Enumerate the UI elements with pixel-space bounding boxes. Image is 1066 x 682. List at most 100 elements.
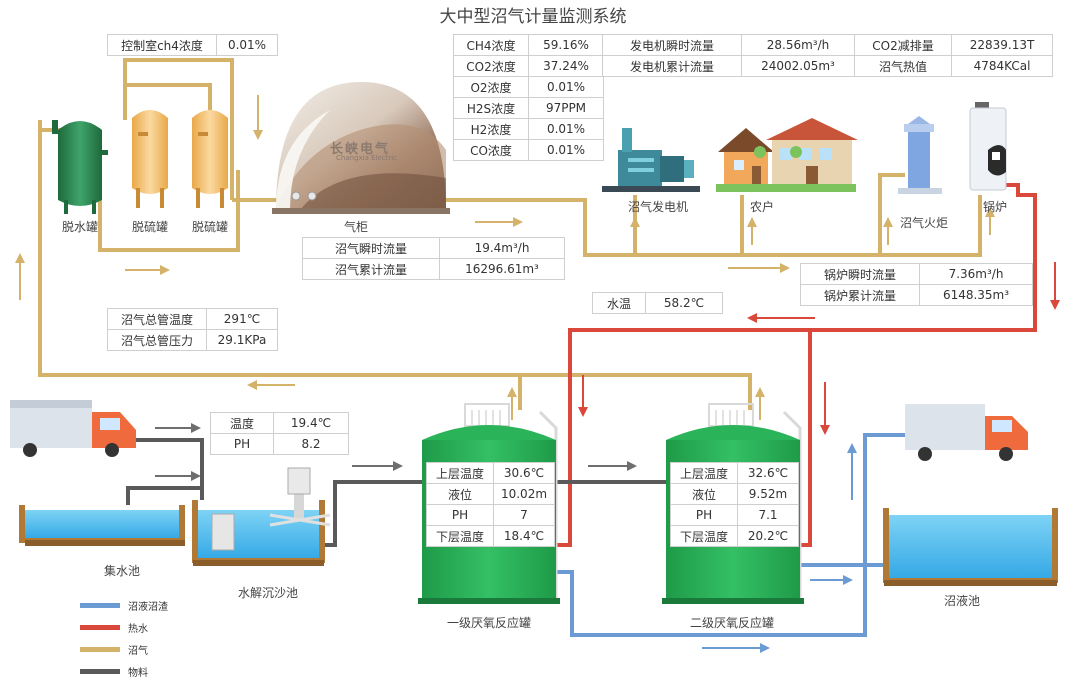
gas-label: H2浓度 <box>453 118 529 140</box>
tank1-ph-label: PH <box>426 504 494 526</box>
legend-label: 沼气 <box>128 645 148 657</box>
gas-value: 0.01% <box>528 118 604 140</box>
tank1-lower-label: 下层温度 <box>426 525 494 547</box>
boiler-label: 锅炉 <box>983 200 1008 214</box>
legend-swatch <box>80 668 120 674</box>
water-temp-table: 水温 58.2℃ <box>592 292 723 314</box>
dewater-tank-icon[interactable] <box>52 120 108 214</box>
gas-torch-icon[interactable] <box>898 116 942 194</box>
gasholder-flow-table: 沼气瞬时流量 19.4m³/h 沼气累计流量 16296.61m³ <box>302 237 565 280</box>
slurry-pool-icon[interactable] <box>883 508 1058 586</box>
legend-swatch <box>80 646 120 652</box>
legend-item-material: 物料 <box>80 660 168 682</box>
hot-water-pipes <box>556 183 1037 547</box>
legend-item-slurry: 沼液沼渣 <box>80 594 168 616</box>
hydrolysis-pool-icon[interactable] <box>192 467 331 566</box>
control-room-ch4-label: 控制室ch4浓度 <box>107 34 217 56</box>
legend-swatch <box>80 602 120 608</box>
boiler-total-value: 6148.35m³ <box>919 284 1033 306</box>
boiler-inst-label: 锅炉瞬时流量 <box>800 263 920 285</box>
generator-stats-table: 发电机瞬时流量 28.56m³/h CO2减排量 22839.13T 发电机累计… <box>602 34 1053 77</box>
tank2-upper-label: 上层温度 <box>670 462 738 484</box>
household-label: 农户 <box>750 200 775 214</box>
gas-value: 0.01% <box>528 139 604 161</box>
gas-label: CO浓度 <box>453 139 529 161</box>
truck-right-icon[interactable] <box>905 404 1028 461</box>
co2-reduction-label: CO2减排量 <box>854 34 952 56</box>
main-pipe-pressure-label: 沼气总管压力 <box>107 329 207 351</box>
biogas-heat-value: 4784KCal <box>951 55 1053 77</box>
tank2-level-value: 9.52m <box>737 483 799 505</box>
gas-label: H2S浓度 <box>453 97 529 119</box>
hot-water-arrows <box>578 262 1060 435</box>
tank1-upper-label: 上层温度 <box>426 462 494 484</box>
tank1-name-label: 一级厌氧反应罐 <box>447 616 532 630</box>
tank1-ph-value: 7 <box>493 504 555 526</box>
gas-label: O2浓度 <box>453 76 529 98</box>
legend-item-hot-water: 热水 <box>80 616 168 638</box>
legend-label: 热水 <box>128 623 148 635</box>
main-pipe-temp-label: 沼气总管温度 <box>107 308 207 330</box>
torch-label: 沼气火炬 <box>900 216 949 230</box>
collection-pool-label: 集水池 <box>104 564 141 578</box>
generator-total-flow-label: 发电机累计流量 <box>602 55 742 77</box>
co2-reduction-value: 22839.13T <box>951 34 1053 56</box>
gas-pipes <box>38 58 982 410</box>
water-temp-value: 58.2℃ <box>645 292 723 314</box>
desulfurization-tank-1-icon[interactable] <box>132 110 168 208</box>
desulfurization-tank-2-icon[interactable] <box>192 110 228 208</box>
water-temp-label: 水温 <box>592 292 646 314</box>
truck-left-icon[interactable] <box>10 400 136 457</box>
legend-label: 物料 <box>128 667 148 679</box>
collection-temp-value: 19.4℃ <box>273 412 349 434</box>
collection-ph-label: PH <box>210 433 274 455</box>
legend-label: 沼液沼渣 <box>128 601 168 613</box>
page-title: 大中型沼气计量监测系统 <box>439 7 627 27</box>
legend-item-biogas: 沼气 <box>80 638 168 660</box>
boiler-inst-value: 7.36m³/h <box>919 263 1033 285</box>
household-houses-icon[interactable] <box>716 118 858 192</box>
tank2-lower-value: 20.2℃ <box>737 525 799 547</box>
biogas-heat-label: 沼气热值 <box>854 55 952 77</box>
generator-icon[interactable] <box>602 128 700 192</box>
gasholder-dome-icon[interactable] <box>272 82 450 214</box>
collection-pool-icon[interactable] <box>19 505 185 546</box>
main-pipe-temp-value: 291℃ <box>206 308 278 330</box>
dewater-tank-label: 脱水罐 <box>62 220 99 234</box>
generator-label: 沼气发电机 <box>628 200 689 214</box>
desulf-tank-2-label: 脱硫罐 <box>192 220 229 234</box>
boiler-flow-table: 锅炉瞬时流量 7.36m³/h 锅炉累计流量 6148.35m³ <box>800 263 1033 306</box>
gasholder-total-label: 沼气累计流量 <box>302 258 440 280</box>
tank2-ph-value: 7.1 <box>737 504 799 526</box>
control-room-ch4-value: 0.01% <box>216 34 278 56</box>
boiler-icon[interactable] <box>969 102 1007 191</box>
desulf-tank-1-label: 脱硫罐 <box>132 220 169 234</box>
gasholder-total-value: 16296.61m³ <box>439 258 565 280</box>
generator-inst-flow-value: 28.56m³/h <box>741 34 855 56</box>
tank2-lower-label: 下层温度 <box>670 525 738 547</box>
gas-label: CO2浓度 <box>453 55 529 77</box>
legend-swatch <box>80 624 120 630</box>
collection-ph-value: 8.2 <box>273 433 349 455</box>
boiler-total-label: 锅炉累计流量 <box>800 284 920 306</box>
gas-value: 0.01% <box>528 76 604 98</box>
gas-value: 37.24% <box>528 55 604 77</box>
pipe-legend: 沼液沼渣 热水 沼气 物料 <box>80 594 168 682</box>
gasholder-label: 气柜 <box>344 220 369 234</box>
brand-logo-text: 长峡电气 <box>330 142 391 157</box>
tank2-level-label: 液位 <box>670 483 738 505</box>
generator-total-flow-value: 24002.05m³ <box>741 55 855 77</box>
generator-inst-flow-label: 发电机瞬时流量 <box>602 34 742 56</box>
slurry-arrows <box>702 443 857 653</box>
gasholder-inst-value: 19.4m³/h <box>439 237 565 259</box>
tank2-upper-value: 32.6℃ <box>737 462 799 484</box>
gas-flow-arrows <box>15 95 995 420</box>
gas-label: CH4浓度 <box>453 34 529 56</box>
